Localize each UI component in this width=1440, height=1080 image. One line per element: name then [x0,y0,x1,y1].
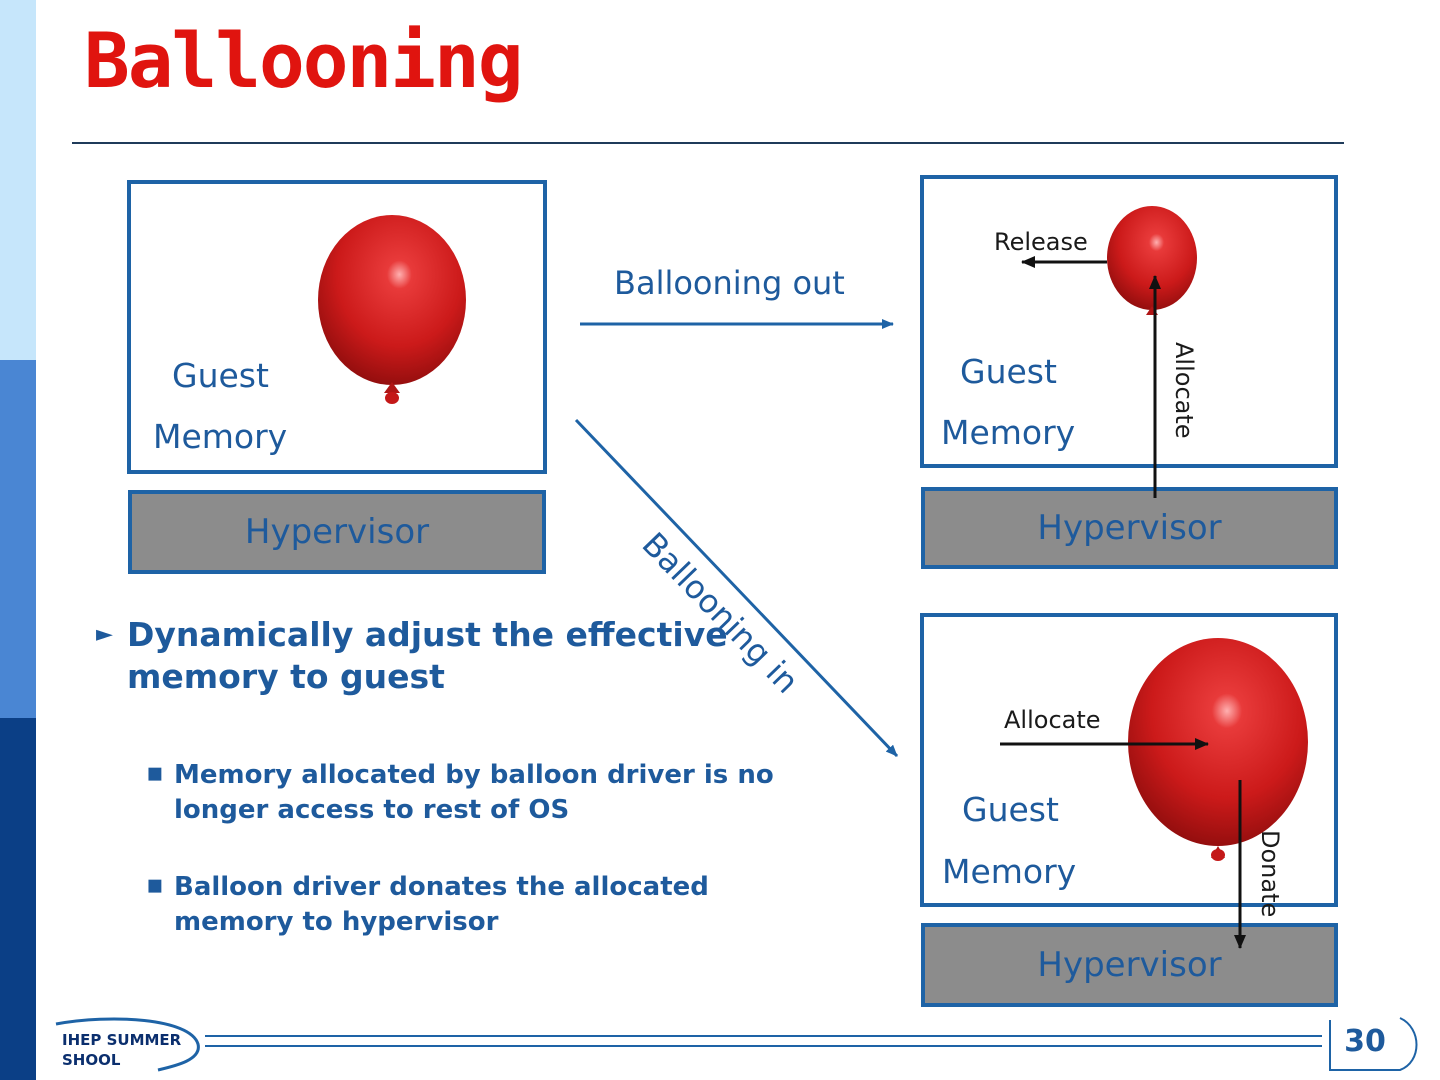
bottom-right-balloon-icon [1128,638,1308,861]
footer-logo: IHEP SUMMER SHOOL [62,1030,181,1070]
left-balloon-icon [318,215,466,404]
sub-bullet-marker-icon: ▪ [146,758,164,788]
title-divider [72,142,1344,144]
top-right-balloon-icon [1107,206,1197,315]
sub-bullet-marker-icon: ▪ [146,870,164,900]
slide-title: Ballooning [84,16,524,105]
page-number: 30 [1344,1024,1386,1059]
top-right-hypervisor-box: Hypervisor [921,487,1338,569]
bottom-right-hypervisor-label: Hypervisor [1037,945,1222,985]
bottom-right-guest-label: Guest [962,790,1059,829]
bottom-right-hypervisor-box: Hypervisor [921,923,1338,1007]
footer-logo-swoosh [55,1017,200,1072]
footer-logo-line1: IHEP SUMMER [62,1031,182,1049]
left-hypervisor-label: Hypervisor [244,512,430,552]
sub-bullet-1-text: Memory allocated by balloon driver is no… [174,760,774,825]
donate-label: Donate [1256,830,1284,918]
bottom-right-allocate-label: Allocate [1004,706,1101,734]
sidebar-band-light [0,0,36,360]
ballooning-in-arrow [574,418,899,758]
sidebar-band-dark [0,718,36,1080]
bottom-right-memory-label: Memory [942,852,1077,891]
left-memory-label: Memory [153,417,288,456]
sub-bullet-2-text: Balloon driver donates the allocated mem… [174,872,709,937]
main-bullet-marker-icon: ► [96,622,113,647]
footer-logo-line2: SHOOL [62,1051,121,1069]
top-right-guest-label: Guest [960,352,1057,391]
sidebar-color-strip [0,0,36,1080]
release-label: Release [994,228,1088,256]
top-right-memory-label: Memory [941,413,1076,452]
sidebar-band-mid [0,360,36,718]
left-hypervisor-box: Hypervisor [128,490,546,574]
top-right-allocate-label: Allocate [1170,342,1198,439]
ballooning-out-label: Ballooning out [614,264,845,302]
top-right-hypervisor-label: Hypervisor [1037,508,1222,548]
main-bullet-text: Dynamically adjust the effective memory … [127,615,728,696]
left-guest-label: Guest [172,356,269,395]
page-number-frame [1329,1017,1418,1071]
